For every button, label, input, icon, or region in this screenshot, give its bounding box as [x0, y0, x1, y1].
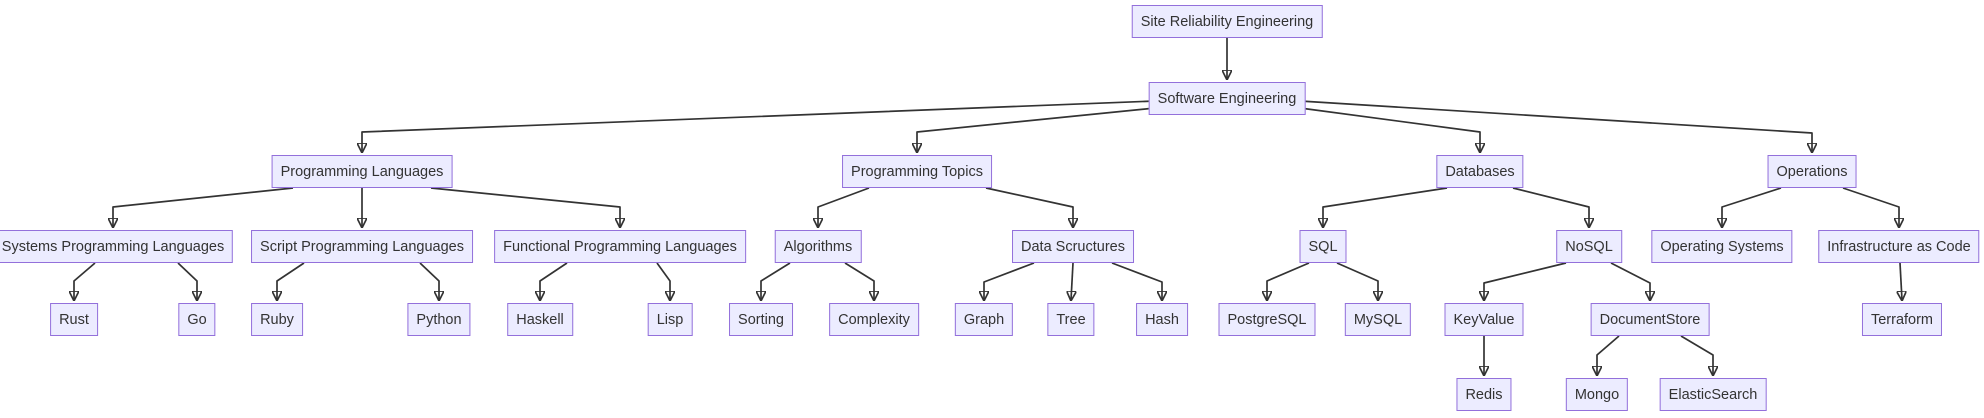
edge-se-db [1299, 107, 1480, 152]
node-haskell: Haskell [507, 303, 573, 336]
node-redis: Redis [1456, 378, 1512, 411]
edge-scpl-python [419, 262, 439, 300]
edge-nosql-keyvalue [1484, 262, 1567, 300]
node-nosql: NoSQL [1556, 230, 1622, 263]
edge-spl-rust [74, 262, 96, 300]
edge-sql-mysql [1336, 262, 1378, 300]
edge-ds-graph [984, 262, 1035, 300]
edge-documentstore-elasticsearch [1680, 335, 1713, 375]
node-sorting: Sorting [729, 303, 793, 336]
edge-scpl-ruby [277, 262, 305, 300]
edge-alg-sorting [761, 262, 791, 300]
edge-fpl-haskell [540, 262, 568, 300]
node-mysql: MySQL [1344, 303, 1412, 336]
edge-se-pt [917, 107, 1156, 152]
edge-ops-iac [1842, 187, 1899, 227]
node-software-engineering: Software Engineering [1148, 82, 1306, 115]
node-databases: Databases [1436, 155, 1524, 188]
edge-ops-os [1722, 187, 1782, 227]
edge-pl-fpl [430, 187, 620, 227]
edge-ds-hash [1111, 262, 1162, 300]
node-go: Go [178, 303, 216, 336]
edge-nosql-documentstore [1610, 262, 1650, 300]
edge-pt-ds [985, 187, 1073, 227]
node-hash: Hash [1136, 303, 1188, 336]
edge-se-pl [362, 100, 1156, 152]
node-systems-programming-languages: Systems Programming Languages [0, 230, 234, 263]
node-ruby: Ruby [251, 303, 303, 336]
node-documentstore: DocumentStore [1590, 303, 1710, 336]
edge-se-ops [1299, 100, 1812, 152]
node-algorithms: Algorithms [774, 230, 862, 263]
node-graph: Graph [954, 303, 1014, 336]
node-site-reliability-engineering: Site Reliability Engineering [1131, 5, 1323, 38]
node-terraform: Terraform [1861, 303, 1943, 336]
node-mongo: Mongo [1565, 378, 1629, 411]
node-tree: Tree [1047, 303, 1095, 336]
node-script-programming-languages: Script Programming Languages [251, 230, 473, 263]
edge-db-nosql [1512, 187, 1589, 227]
node-data-scructures: Data Scructures [1012, 230, 1134, 263]
node-sql: SQL [1299, 230, 1347, 263]
node-functional-programming-languages: Functional Programming Languages [494, 230, 746, 263]
node-elasticsearch: ElasticSearch [1659, 378, 1767, 411]
node-operating-systems: Operating Systems [1651, 230, 1793, 263]
node-postgresql: PostgreSQL [1218, 303, 1316, 336]
node-keyvalue: KeyValue [1444, 303, 1524, 336]
edge-fpl-lisp [656, 262, 670, 300]
edge-db-sql [1323, 187, 1448, 227]
node-lisp: Lisp [647, 303, 693, 336]
node-infrastructure-as-code: Infrastructure as Code [1818, 230, 1980, 263]
edge-pl-spl [113, 187, 294, 227]
node-operations: Operations [1767, 155, 1857, 188]
node-programming-languages: Programming Languages [271, 155, 453, 188]
node-rust: Rust [50, 303, 98, 336]
edge-iac-terraform [1900, 262, 1902, 300]
node-python: Python [407, 303, 471, 336]
edge-spl-go [177, 262, 197, 300]
edge-pt-alg [818, 187, 870, 227]
edge-alg-complexity [844, 262, 874, 300]
edge-sql-postgresql [1267, 262, 1310, 300]
node-programming-topics: Programming Topics [842, 155, 992, 188]
node-complexity: Complexity [829, 303, 919, 336]
edge-documentstore-mongo [1597, 335, 1620, 375]
edge-ds-tree [1071, 262, 1073, 300]
